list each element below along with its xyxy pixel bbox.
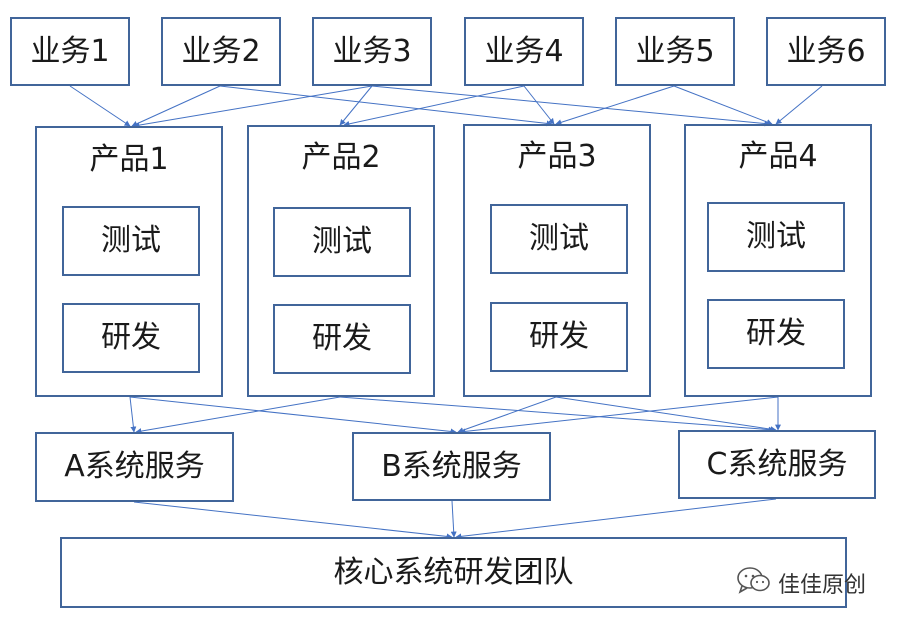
service-box-c: C系统服务	[678, 430, 876, 499]
arrow-serviceA-core	[133, 501, 453, 540]
business-box-4: 业务4	[464, 17, 584, 86]
product-title: 产品3	[517, 139, 597, 174]
arrow-business5-product3	[555, 85, 675, 126]
business-box-5: 业务5	[615, 17, 735, 86]
arrow-business4-product3	[523, 85, 555, 125]
arrow-business1-product1	[69, 85, 131, 127]
product-title: 产品2	[301, 140, 381, 175]
business-box-3: 业务3	[312, 17, 432, 86]
dev-box: 研发	[707, 299, 845, 369]
business-box-6: 业务6	[766, 17, 886, 86]
arrow-business6-product4	[775, 85, 823, 125]
test-box: 测试	[707, 202, 845, 272]
arrow-business4-product2	[343, 85, 525, 127]
business-label: 业务3	[332, 33, 412, 69]
arrow-serviceC-core	[455, 498, 777, 540]
business-label: 业务2	[181, 33, 261, 69]
watermark-text: 佳佳原创	[778, 573, 867, 598]
arrow-product3-serviceB	[457, 396, 557, 434]
business-box-2: 业务2	[161, 17, 281, 86]
service-label: B系统服务	[381, 448, 522, 484]
arrow-product1-serviceA	[129, 396, 137, 433]
product-box-4: 产品4 测试 研发	[684, 124, 872, 397]
product-box-1: 产品1 测试 研发	[35, 126, 223, 397]
business-box-1: 业务1	[10, 17, 130, 86]
test-label: 测试	[529, 221, 589, 256]
arrow-business2-product1	[131, 85, 221, 127]
arrow-product2-serviceA	[135, 396, 341, 435]
dev-label: 研发	[101, 320, 161, 355]
wechat-icon	[736, 566, 772, 600]
arrow-serviceB-core	[450, 500, 457, 538]
arrow-business2-product3	[219, 85, 553, 127]
business-label: 业务6	[786, 33, 866, 69]
dev-box: 研发	[62, 303, 200, 373]
watermark: 佳佳原创	[736, 567, 866, 599]
arrow-product2-serviceC	[339, 396, 775, 433]
product-title: 产品1	[89, 142, 169, 177]
core-team-box: 核心系统研发团队	[60, 537, 847, 608]
product-box-3: 产品3 测试 研发	[463, 124, 651, 397]
arrow-product4-serviceB	[459, 396, 779, 435]
business-label: 业务4	[484, 33, 564, 69]
arrow-business5-product4	[673, 85, 773, 125]
test-label: 测试	[746, 219, 806, 254]
product-title: 产品4	[738, 139, 818, 174]
dev-box: 研发	[490, 302, 628, 372]
service-box-b: B系统服务	[352, 432, 551, 501]
product-box-2: 产品2 测试 研发	[247, 125, 435, 397]
dev-box: 研发	[273, 304, 411, 374]
service-label: C系统服务	[706, 446, 848, 482]
arrow-business3-product4	[371, 85, 771, 127]
service-box-a: A系统服务	[35, 432, 234, 502]
test-box: 测试	[62, 206, 200, 276]
core-team-label: 核心系统研发团队	[333, 554, 574, 590]
dev-label: 研发	[312, 321, 372, 356]
arrow-product1-serviceB	[129, 396, 457, 435]
test-box: 测试	[273, 207, 411, 277]
dev-label: 研发	[529, 319, 589, 354]
test-label: 测试	[312, 224, 372, 259]
business-label: 业务5	[635, 33, 715, 69]
business-label: 业务1	[30, 33, 110, 69]
arrow-business3-product1	[133, 85, 373, 129]
dev-label: 研发	[746, 316, 806, 351]
arrow-product3-serviceC	[555, 396, 777, 433]
arrow-business3-product2	[339, 85, 373, 126]
test-box: 测试	[490, 204, 628, 274]
service-label: A系统服务	[64, 449, 205, 484]
test-label: 测试	[101, 223, 161, 258]
